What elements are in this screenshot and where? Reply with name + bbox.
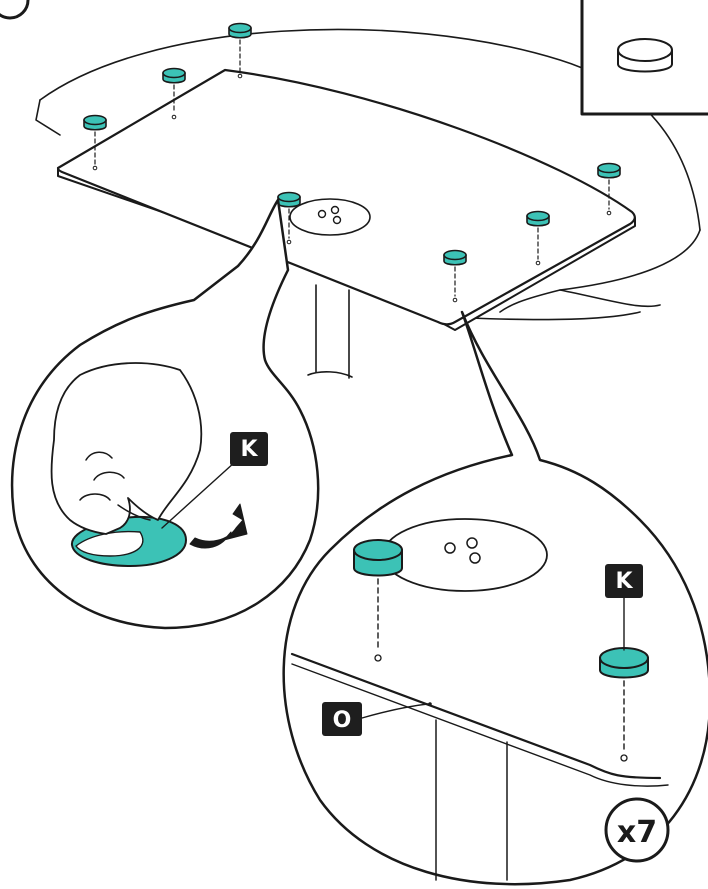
pad-top [83, 114, 107, 126]
felt-pad [162, 67, 186, 120]
zoom-bubble-left [10, 198, 320, 630]
pad-top [162, 67, 186, 79]
plate-screw [317, 209, 327, 219]
felt-pad [443, 249, 467, 303]
pad-hole [286, 239, 292, 245]
pad-hole [92, 165, 98, 171]
pad-top [526, 210, 550, 222]
curved-arrow-icon [189, 503, 248, 549]
zoom-bubble-right [282, 310, 708, 886]
part-label-o: O [322, 702, 362, 736]
plate-screw [330, 205, 340, 215]
felt-pad [83, 114, 107, 171]
center-plate [289, 198, 371, 236]
pad-hole [237, 73, 243, 79]
part-letter: K [615, 569, 633, 594]
felt-pad [597, 162, 621, 216]
pad-top [228, 22, 252, 34]
part-label-k: K [230, 432, 268, 466]
pad-top [443, 249, 467, 261]
felt-pad [277, 191, 301, 245]
part-label-k-2: K [605, 564, 643, 598]
pad-hole [171, 114, 177, 120]
part-letter: O [333, 708, 352, 733]
pad-hole [452, 297, 458, 303]
pad-top [597, 162, 621, 174]
quantity-text: x7 [617, 815, 657, 850]
felt-pad [526, 210, 550, 266]
desk-frame [35, 28, 701, 379]
felt-pads [83, 22, 621, 303]
plate-screw [332, 215, 342, 225]
pad-hole [606, 210, 612, 216]
tabletop [56, 68, 636, 331]
pad-hole [535, 260, 541, 266]
step-marker [0, 0, 30, 20]
felt-pad [228, 22, 252, 79]
quantity-badge: x7 [604, 797, 670, 863]
pad-top [277, 191, 301, 203]
pad-detail-inset [580, 0, 708, 116]
part-letter: K [240, 437, 258, 462]
